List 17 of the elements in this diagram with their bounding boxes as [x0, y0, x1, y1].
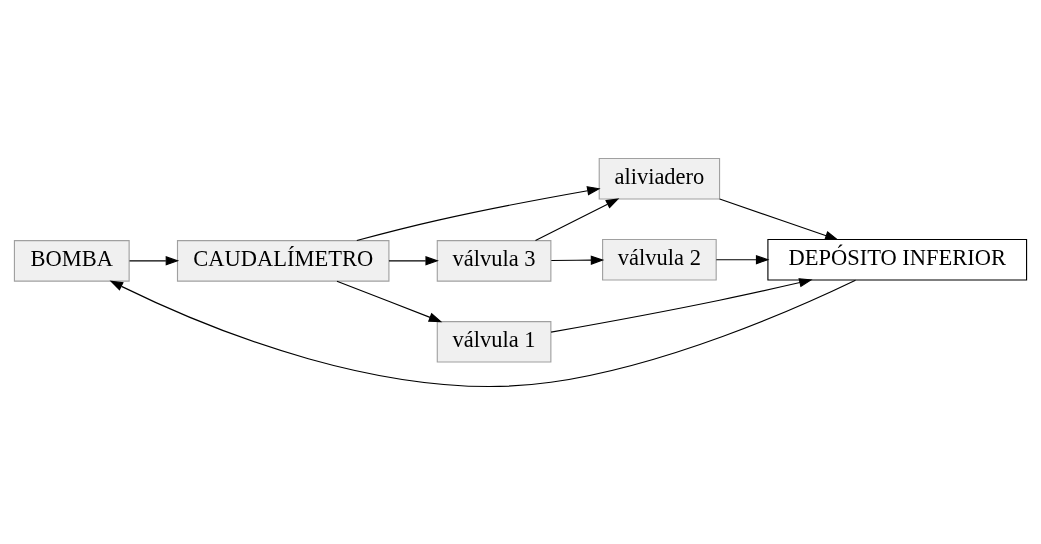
arrow [336, 280, 443, 322]
arrow [719, 198, 839, 240]
arrow [128, 255, 180, 266]
node-box: válvula 3 [436, 239, 552, 282]
node-box: DEPÓSITO INFERIOR [767, 238, 1028, 280]
node-box: CAUDALÍMETRO [176, 239, 390, 282]
arrow [550, 277, 813, 333]
arrow [388, 255, 439, 266]
node-box: aliviadero [598, 157, 721, 200]
arrow [109, 279, 857, 387]
node-box: válvula 2 [602, 238, 717, 280]
node-box: válvula 1 [436, 320, 552, 363]
arrow [356, 185, 601, 241]
node-box: BOMBA [13, 239, 130, 282]
arrow [715, 254, 770, 264]
arrow [534, 197, 620, 241]
arrow [550, 254, 605, 265]
